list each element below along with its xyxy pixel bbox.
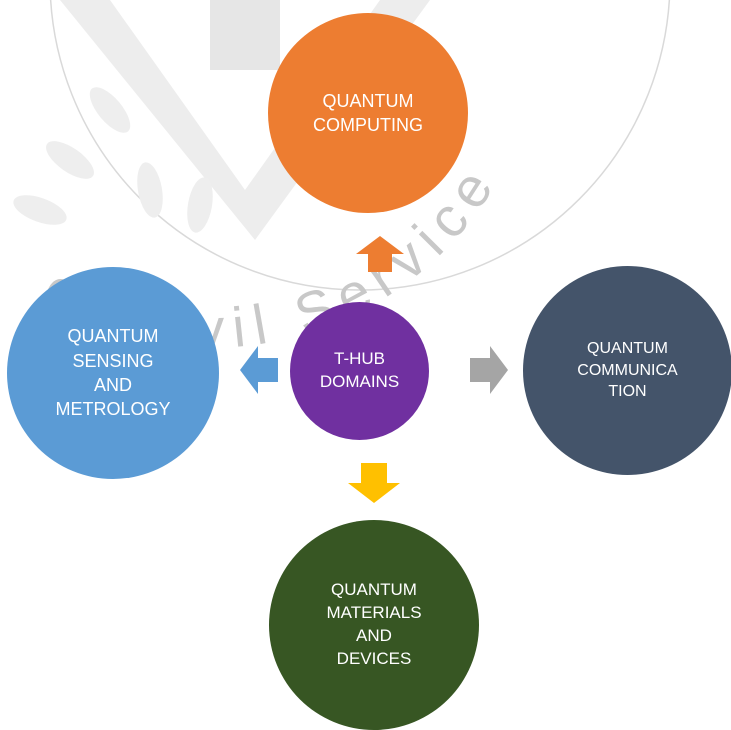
node-quantum-sensing-metrology-label: QUANTUM SENSING AND METROLOGY [55,326,171,420]
watermark-pillar [210,0,280,70]
watermark-ring [49,0,671,291]
node-quantum-materials-devices-label: QUANTUM MATERIALS AND DEVICES [326,580,422,668]
arrow-down [348,463,400,503]
node-t-hub-domains-label: T-HUB DOMAINS [319,349,400,391]
arrow-left [240,346,278,394]
arrow-left-shape [240,346,278,394]
node-quantum-communication: QUANTUM COMMUNICA TION [523,266,731,475]
arrow-right-shape [470,346,508,394]
node-quantum-computing-label: QUANTUM COMPUTING [313,90,423,135]
arrow-down-shape [348,463,400,503]
node-quantum-materials-devices: QUANTUM MATERIALS AND DEVICES [269,520,479,730]
arrow-right [470,346,508,394]
node-quantum-computing: QUANTUM COMPUTING [268,13,468,213]
arrow-up [356,236,404,272]
arrow-up-shape [356,236,404,272]
node-quantum-sensing-metrology: QUANTUM SENSING AND METROLOGY [7,267,219,479]
node-t-hub-domains: T-HUB DOMAINS [290,302,429,440]
node-quantum-communication-label: QUANTUM COMMUNICA TION [577,340,678,401]
